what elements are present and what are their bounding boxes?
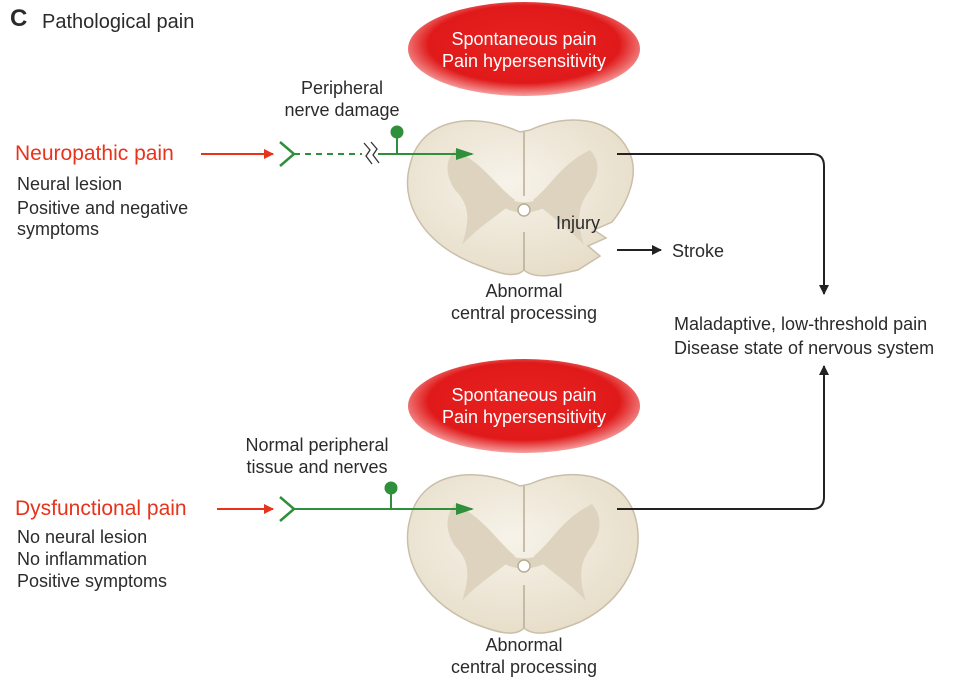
- outcome-line2: Disease state of nervous system: [674, 337, 934, 359]
- bottom-desc-line1: No neural lesion: [17, 526, 147, 548]
- top-processing-line1: Abnormal: [430, 280, 618, 302]
- top-desc-line1: Neural lesion: [17, 173, 122, 195]
- bottom-outcome-connector: [617, 366, 824, 509]
- top-desc-line3: symptoms: [17, 218, 99, 240]
- bottom-cell-body-icon: [385, 482, 398, 495]
- top-processing-line2: central processing: [430, 302, 618, 324]
- bottom-bubble-text: Spontaneous pain Pain hypersensitivity: [414, 384, 634, 428]
- top-nerve-ending-icon: [280, 142, 294, 166]
- bottom-spinal-cord-icon: [408, 475, 639, 634]
- bottom-processing-label: Abnormal central processing: [430, 634, 618, 678]
- neuropathic-pain-label: Neuropathic pain: [15, 142, 174, 166]
- top-bubble-line2: Pain hypersensitivity: [414, 50, 634, 72]
- nerve-break-icon: [364, 142, 379, 164]
- bottom-processing-line2: central processing: [430, 656, 618, 678]
- bottom-nerve-label-line1: Normal peripheral: [222, 434, 412, 456]
- bottom-desc-line3: Positive symptoms: [17, 570, 167, 592]
- top-outcome-connector: [617, 154, 824, 294]
- bottom-bubble-line1: Spontaneous pain: [414, 384, 634, 406]
- top-bubble-text: Spontaneous pain Pain hypersensitivity: [414, 28, 634, 72]
- top-bubble-line1: Spontaneous pain: [414, 28, 634, 50]
- top-nerve-label: Peripheral nerve damage: [250, 77, 434, 121]
- dysfunctional-pain-label: Dysfunctional pain: [15, 497, 187, 521]
- bottom-processing-line1: Abnormal: [430, 634, 618, 656]
- outcome-line1: Maladaptive, low-threshold pain: [674, 313, 927, 335]
- top-spinal-cord-icon: [408, 120, 634, 276]
- top-cell-body-icon: [391, 126, 404, 139]
- bottom-nerve-label: Normal peripheral tissue and nerves: [222, 434, 412, 478]
- top-nerve-label-line2: nerve damage: [250, 99, 434, 121]
- bottom-bubble-line2: Pain hypersensitivity: [414, 406, 634, 428]
- panel-title: Pathological pain: [42, 11, 194, 33]
- bottom-desc-line2: No inflammation: [17, 548, 147, 570]
- top-processing-label: Abnormal central processing: [430, 280, 618, 324]
- injury-label: Injury: [556, 212, 600, 234]
- stroke-label: Stroke: [672, 240, 724, 262]
- top-desc-line2: Positive and negative: [17, 197, 188, 219]
- top-nerve-label-line1: Peripheral: [250, 77, 434, 99]
- bottom-nerve-ending-icon: [280, 497, 294, 521]
- panel-letter: C: [10, 8, 27, 30]
- bottom-nerve-label-line2: tissue and nerves: [222, 456, 412, 478]
